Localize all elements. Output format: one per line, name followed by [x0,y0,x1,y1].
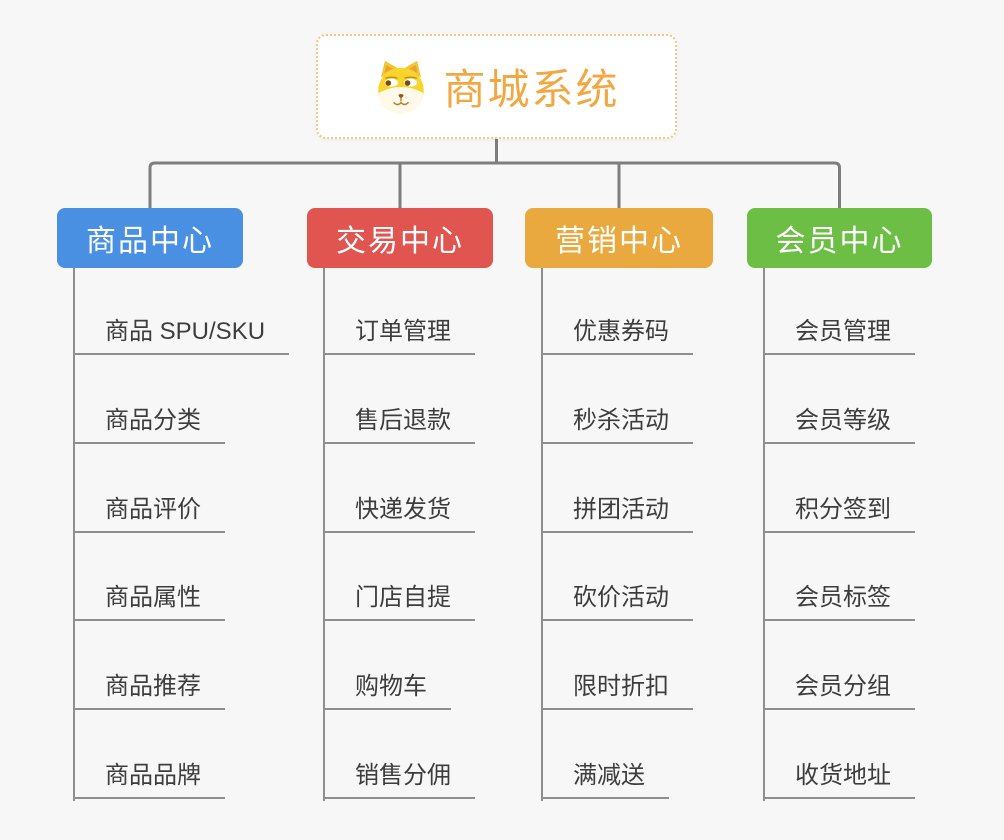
branch-node-2[interactable]: 营销中心 [525,208,713,268]
leaf-node[interactable]: 商品推荐 [73,672,225,710]
branch-node-label: 商品中心 [86,225,214,258]
leaf-node[interactable]: 会员分组 [763,672,915,710]
leaf-node[interactable]: 满减送 [541,761,669,799]
leaf-node[interactable]: 砍价活动 [541,583,693,621]
branch-node-label: 营销中心 [555,225,683,258]
branch-node-label: 会员中心 [775,225,904,258]
leaf-node[interactable]: 商品分类 [73,406,225,444]
leaf-node[interactable]: 商品品牌 [73,761,225,799]
root-node-mall-system[interactable]: 商城系统 [316,34,677,139]
branch-node-1[interactable]: 交易中心 [307,208,493,268]
root-node-label: 商城系统 [443,66,620,113]
branch-child-line [763,268,765,801]
leaf-node[interactable]: 购物车 [323,672,451,710]
leaf-node[interactable]: 会员等级 [763,406,915,444]
leaf-node[interactable]: 会员标签 [763,583,915,621]
leaf-node[interactable]: 订单管理 [323,317,475,355]
leaf-node[interactable]: 门店自提 [323,583,475,621]
leaf-node[interactable]: 优惠券码 [541,317,693,355]
branch-child-line [541,268,543,801]
leaf-node[interactable]: 会员管理 [763,317,915,355]
leaf-node[interactable]: 快递发货 [323,495,475,533]
branch-node-0[interactable]: 商品中心 [57,208,243,268]
leaf-node[interactable]: 秒杀活动 [541,406,693,444]
leaf-node[interactable]: 拼团活动 [541,495,693,533]
leaf-node[interactable]: 收货地址 [763,761,915,799]
leaf-node[interactable]: 积分签到 [763,495,915,533]
branch-node-label: 交易中心 [336,225,464,258]
branch-child-line [73,268,75,801]
leaf-node[interactable]: 商品评价 [73,495,225,533]
leaf-node[interactable]: 商品 SPU/SKU [73,317,290,355]
leaf-node[interactable]: 销售分佣 [323,761,475,799]
branch-child-line [323,268,325,801]
leaf-node[interactable]: 售后退款 [323,406,475,444]
leaf-node[interactable]: 限时折扣 [541,672,693,710]
dog-face-icon [378,60,425,113]
leaf-node[interactable]: 商品属性 [73,583,225,621]
branch-node-3[interactable]: 会员中心 [747,208,932,268]
